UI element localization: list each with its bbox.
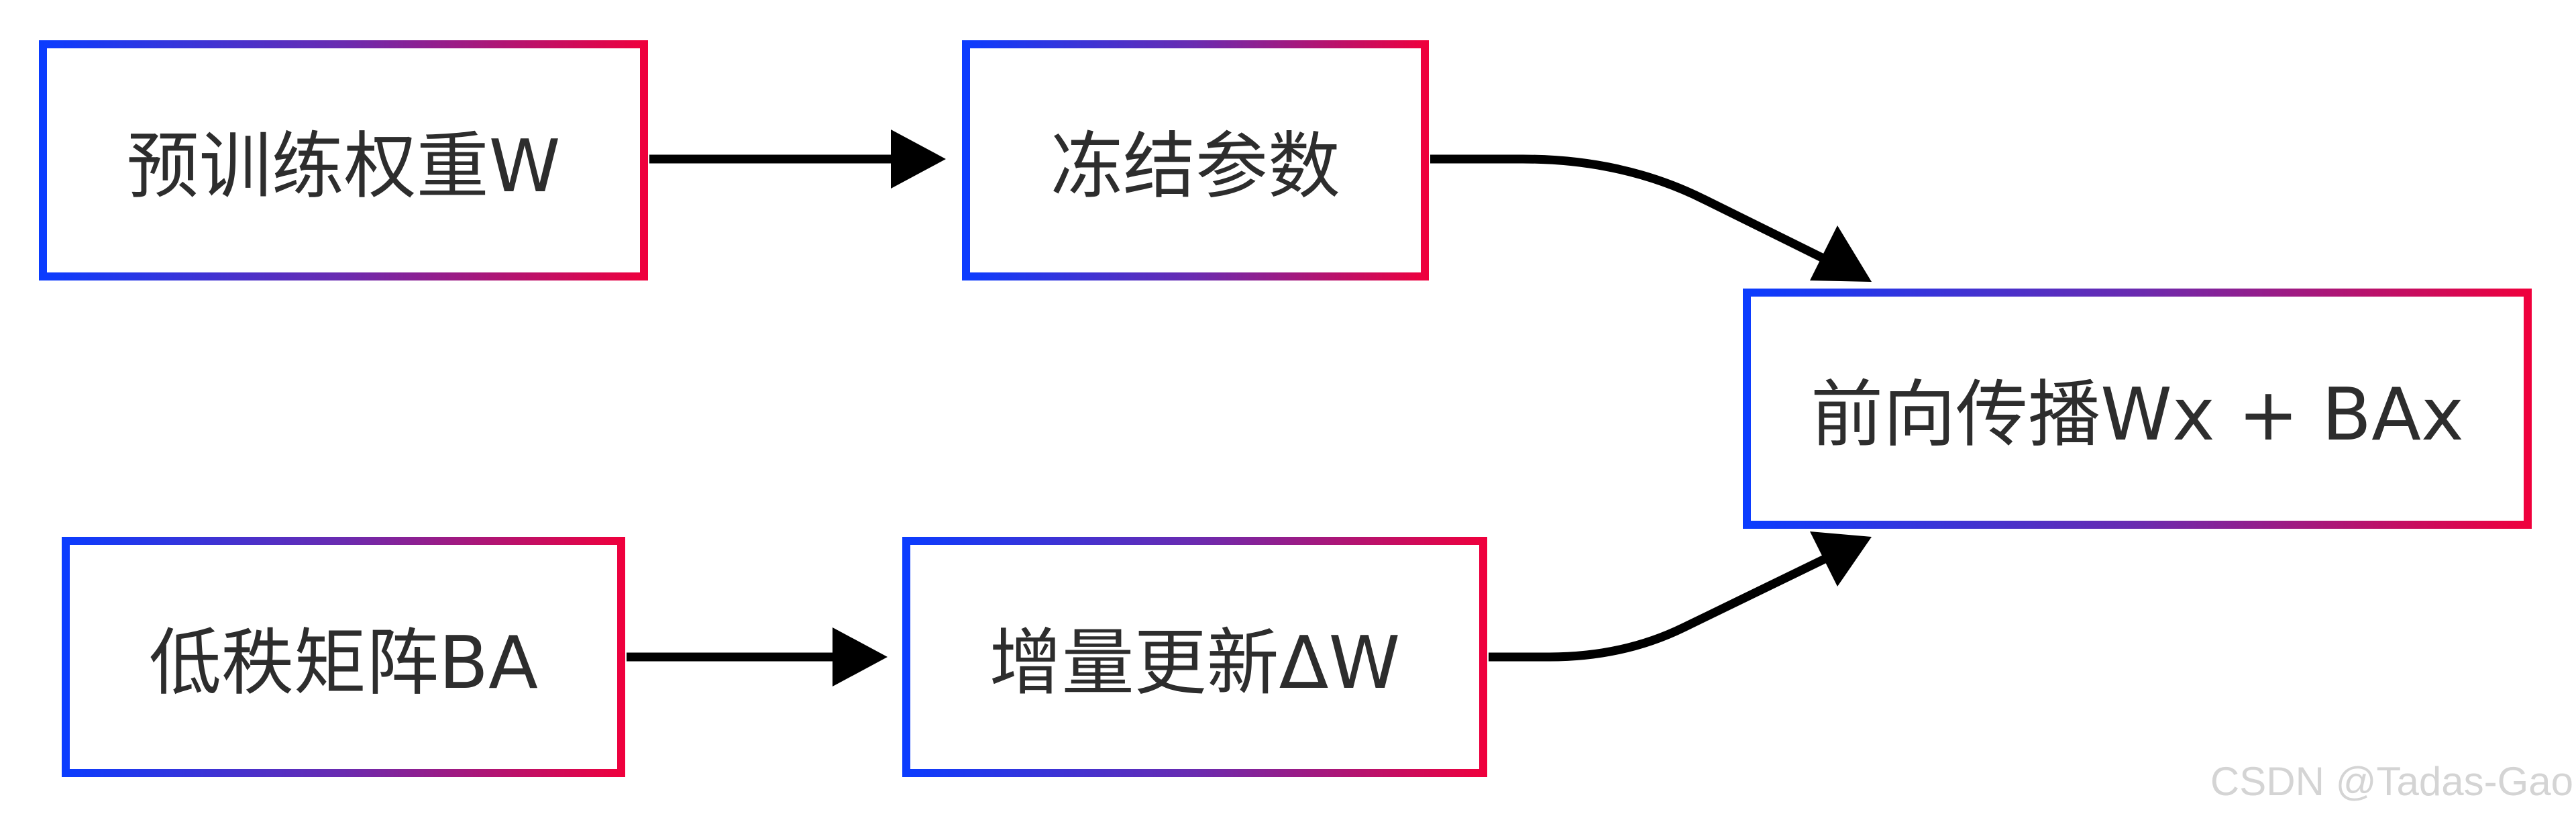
node-label: 冻结参数 <box>1050 125 1340 209</box>
node-freeze-params: 冻结参数 <box>962 40 1429 280</box>
node-forward-pass: 前向传播Wx + BAx <box>1743 289 2532 529</box>
node-low-rank-matrix: 低秩矩阵BA <box>62 537 625 777</box>
edge-delta-to-forward <box>1489 531 1872 662</box>
node-label: 前向传播Wx + BAx <box>1811 373 2464 457</box>
node-label: 低秩矩阵BA <box>149 621 538 705</box>
edge-freeze-to-forward <box>1430 154 1872 282</box>
node-label: 增量更新ΔW <box>989 621 1401 705</box>
watermark: CSDN @Tadas-Gao <box>2210 759 2573 804</box>
node-label: 预训练权重W <box>126 125 561 209</box>
edge-pretrained-to-freeze <box>649 130 946 189</box>
node-pretrained-weights: 预训练权重W <box>39 40 648 280</box>
node-delta-update: 增量更新ΔW <box>902 537 1487 777</box>
edge-lowrank-to-delta <box>627 627 888 686</box>
